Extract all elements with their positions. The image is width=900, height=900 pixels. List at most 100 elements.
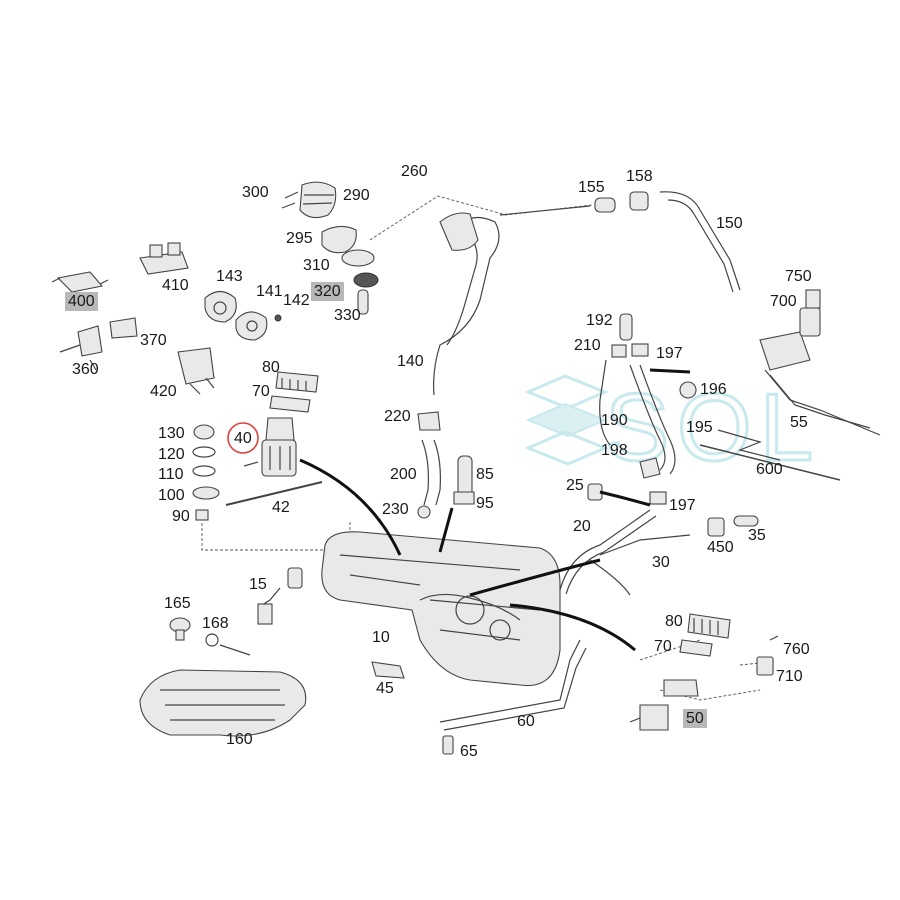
part-number-text: 168	[202, 615, 229, 632]
part-number-text: 130	[158, 425, 185, 442]
part-number-text: 141	[256, 283, 283, 300]
part-number-text: 120	[158, 446, 185, 463]
part-label-195: 195	[686, 419, 713, 436]
part-155-158	[594, 191, 649, 213]
part-number-text: 360	[72, 361, 99, 378]
part-label-42: 42	[272, 499, 290, 516]
part-number-text: 140	[397, 353, 424, 370]
part-label-198: 198	[601, 442, 628, 459]
part-number-text: 190	[601, 412, 628, 429]
part-label-210: 210	[574, 337, 601, 354]
part-number-text: 750	[785, 268, 812, 285]
part-number-text: 15	[249, 576, 267, 593]
part-label-141: 141	[256, 283, 283, 300]
part-label-150: 150	[716, 215, 743, 232]
part-number-text: 158	[626, 168, 653, 185]
part-number-text: 150	[716, 215, 743, 232]
part-number-text: 80	[262, 359, 280, 376]
part-number-text: 70	[654, 638, 672, 655]
part-number-text: 197	[669, 497, 696, 514]
part-label-300: 300	[242, 184, 269, 201]
part-number-text: 710	[776, 668, 803, 685]
part-number-text: 210	[574, 337, 601, 354]
part-number-text: 320	[314, 283, 341, 300]
part-number-text: 100	[158, 487, 185, 504]
part-number-text: 192	[586, 312, 613, 329]
part-label-85: 85	[476, 466, 494, 483]
part-number-text: 65	[460, 743, 478, 760]
part-label-710: 710	[776, 668, 803, 685]
part-number-text: 80	[665, 613, 683, 630]
part-number-text: 400	[68, 293, 95, 310]
part-number-text: 25	[566, 477, 584, 494]
part-label-760: 760	[783, 641, 810, 658]
part-label-370: 370	[140, 332, 167, 349]
part-number-text: 310	[303, 257, 330, 274]
part-label-130: 130	[158, 425, 185, 442]
part-label-80: 80	[262, 359, 280, 376]
part-label-120: 120	[158, 446, 185, 463]
part-label-25: 25	[566, 477, 584, 494]
fuel-tank	[321, 531, 561, 687]
part-label-230: 230	[382, 501, 409, 518]
part-label-50: 50	[683, 709, 707, 728]
part-number-text: 50	[686, 710, 704, 727]
part-number-text: 295	[286, 230, 313, 247]
part-number-text: 60	[517, 713, 535, 730]
part-number-text: 70	[252, 383, 270, 400]
part-label-55: 55	[790, 414, 808, 431]
part-label-700: 700	[770, 293, 797, 310]
part-label-295: 295	[286, 230, 313, 247]
part-label-142: 142	[283, 292, 310, 309]
part-number-text: 230	[382, 501, 409, 518]
red-highlight-circle	[227, 422, 259, 454]
label-highlight-box	[683, 709, 707, 728]
part-label-10: 10	[372, 629, 390, 646]
right-cluster	[599, 289, 881, 481]
part-number-text: 35	[748, 527, 766, 544]
part-label-750: 750	[785, 268, 812, 285]
part-number-text: 200	[390, 466, 417, 483]
part-number-text: 20	[573, 518, 591, 535]
part-label-90: 90	[172, 508, 190, 525]
part-label-197: 197	[656, 345, 683, 362]
part-number-text: 700	[770, 293, 797, 310]
part-label-70: 70	[654, 638, 672, 655]
part-label-360: 360	[72, 361, 99, 378]
part-label-290: 290	[343, 187, 370, 204]
part-label-140: 140	[397, 353, 424, 370]
part-label-60: 60	[517, 713, 535, 730]
part-number-text: 410	[162, 277, 189, 294]
part-label-320: 320	[311, 282, 344, 301]
part-number-text: 42	[272, 499, 290, 516]
boots-group	[281, 181, 379, 315]
part-number-text: 85	[476, 466, 494, 483]
part-label-600: 600	[756, 461, 783, 478]
part-label-155: 155	[578, 179, 605, 196]
part-label-40: 40	[227, 422, 259, 454]
part-label-165: 165	[164, 595, 191, 612]
part-label-400: 400	[65, 292, 98, 311]
part-number-text: 40	[234, 430, 252, 447]
part-number-text: 90	[172, 508, 190, 525]
part-label-168: 168	[202, 615, 229, 632]
fuel-lines-right	[559, 483, 759, 596]
part-number-text: 55	[790, 414, 808, 431]
part-label-35: 35	[748, 527, 766, 544]
hose-150-inner	[667, 199, 734, 293]
part-number-text: 165	[164, 595, 191, 612]
part-number-text: 197	[656, 345, 683, 362]
part-number-text: 110	[158, 466, 184, 483]
part-label-450: 450	[707, 539, 734, 556]
part-number-text: 300	[242, 184, 269, 201]
part-label-65: 65	[460, 743, 478, 760]
part-number-text: 45	[376, 680, 394, 697]
part-label-160: 160	[226, 731, 253, 748]
filler-neck	[433, 205, 591, 396]
part-label-20: 20	[573, 518, 591, 535]
part-number-text: 195	[686, 419, 713, 436]
part-number-text: 30	[652, 554, 670, 571]
